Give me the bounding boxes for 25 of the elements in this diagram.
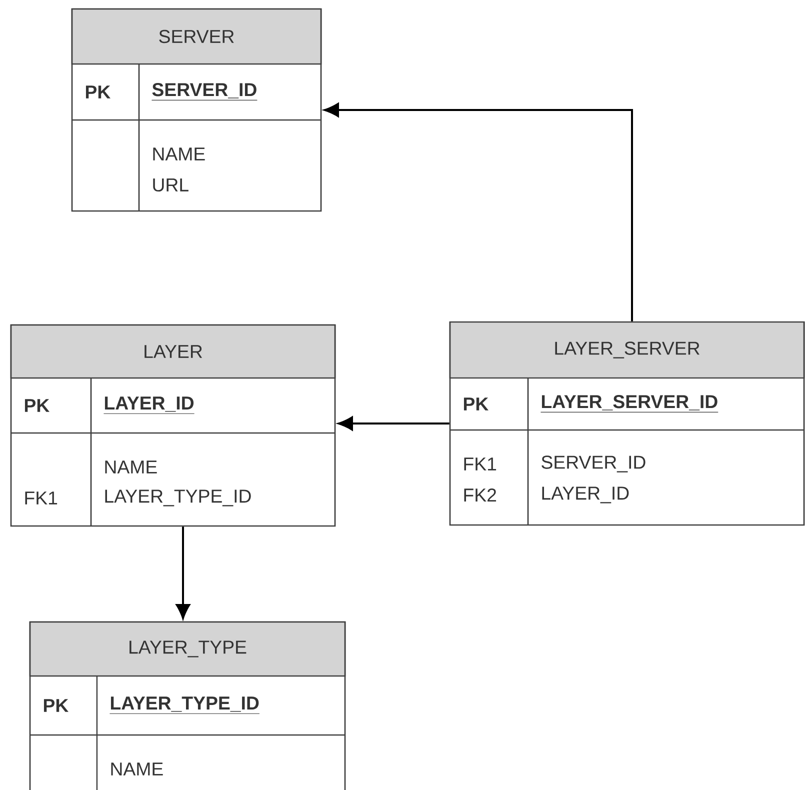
table-header: LAYER_TYPE	[29, 621, 346, 677]
field-name: NAME	[105, 460, 157, 474]
field-name: NAME	[153, 148, 205, 160]
primary-key-field: LAYER_ID	[103, 396, 195, 414]
key-label: PK	[86, 86, 110, 98]
field-name: SERVER_ID	[542, 456, 646, 472]
key-label: FK1	[25, 492, 58, 504]
key-label: FK2	[464, 488, 496, 502]
field-name: URL	[153, 178, 188, 192]
relationship-arrow	[176, 526, 190, 619]
table-header: LAYER	[10, 324, 336, 379]
primary-key-field: LAYER_TYPE_ID	[109, 696, 260, 714]
table-header: SERVER	[71, 8, 322, 65]
key-label: PK	[464, 398, 488, 410]
field-name: NAME	[111, 762, 163, 776]
primary-key-field: LAYER_SERVER_ID	[540, 395, 718, 412]
key-label: PK	[44, 699, 68, 712]
field-name: LAYER_TYPE_ID	[105, 490, 251, 506]
table-header: LAYER_SERVER	[449, 321, 805, 379]
key-label: PK	[24, 399, 50, 412]
relationship-arrow	[324, 102, 633, 322]
primary-key-field: SERVER_ID	[151, 83, 258, 100]
field-name: LAYER_ID	[542, 486, 629, 504]
relationship-arrow	[338, 416, 450, 431]
key-label: FK1	[464, 458, 496, 470]
